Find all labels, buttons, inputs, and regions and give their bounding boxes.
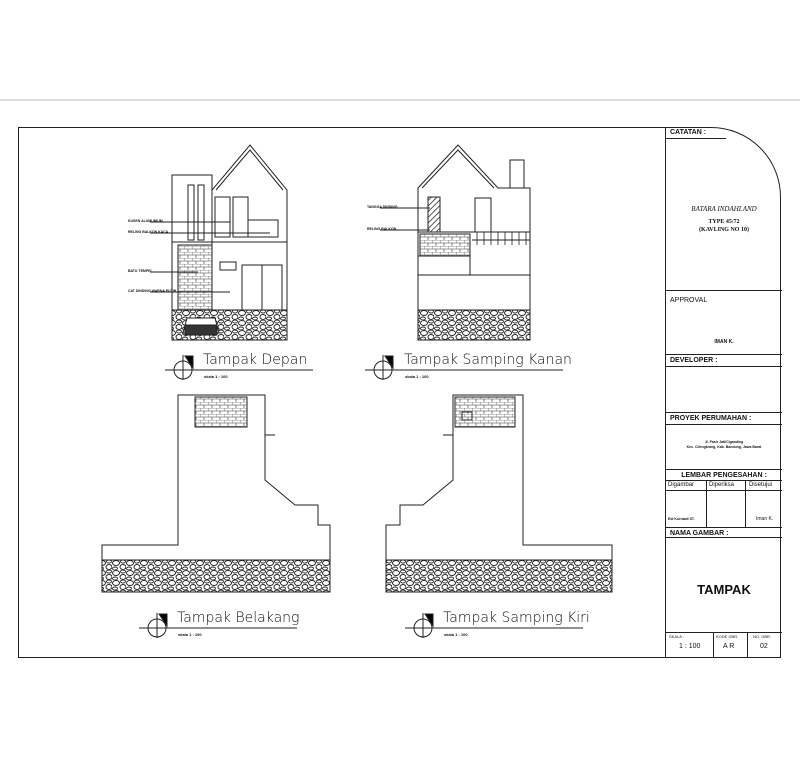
no-label: NO. GBR.: [753, 634, 772, 639]
approval-label: APPROVAL: [670, 297, 708, 304]
page-top-divider: [0, 99, 800, 101]
front-elevation: [150, 144, 288, 341]
nama-gambar-label: NAMA GAMBAR :: [670, 530, 729, 537]
proyek-label: PROYEK PERUMAHAN :: [670, 415, 752, 422]
view-title-symbols: [139, 355, 583, 638]
left-side-elevation: [385, 394, 613, 593]
kode-label: KODE GBR.: [716, 634, 739, 639]
note-label: RELING BALKON: [367, 227, 397, 231]
approval-name: IMAN K.: [714, 339, 734, 345]
view-title: Tampak Samping Kiri: [443, 610, 590, 626]
drawing-frame: [18, 127, 781, 658]
note-label: KUSEN ALUMUNIUM: [128, 219, 163, 223]
skala-label: SKALA :: [669, 634, 684, 639]
view-scale: skala 1 : 100: [204, 374, 228, 379]
note-label: BATU TEMPEL: [128, 269, 153, 273]
disetujui-name: Iman K.: [756, 516, 774, 522]
note-label: CAT DINDING WARNA PUTIH: [128, 289, 177, 293]
view-title: Tampak Belakang: [177, 610, 300, 626]
col-digambar: Digambar: [668, 482, 695, 488]
digambar-name: Edi Kurniadi ST.: [668, 517, 695, 521]
skala-value: 1 : 100: [679, 643, 701, 650]
col-diperiksa: Diperiksa: [709, 482, 735, 488]
company-name: BATARA INDAHLAND: [691, 205, 757, 213]
kode-value: A R: [723, 643, 735, 650]
nama-gambar: TAMPAK: [697, 582, 751, 597]
kavling: (KAVLING NO 10): [699, 227, 749, 233]
col-disetujui: Disetujui: [749, 482, 773, 488]
proyek-address: Jl. Pasir Jati/Ciganding: [704, 440, 744, 444]
title-block: CATATAN : BATARA INDAHLAND TYPE 45/72 (K…: [665, 127, 782, 658]
back-elevation: [101, 394, 331, 593]
proyek-address: Kec. Cilengkrang, Kab. Bandung, Jawa Bar…: [686, 445, 762, 449]
view-title: Tampak Samping Kanan: [404, 352, 572, 368]
view-scale: skala 1 : 100: [405, 374, 429, 379]
right-side-elevation: [380, 144, 531, 341]
no-value: 02: [760, 643, 768, 650]
developer-label: DEVELOPER :: [670, 357, 718, 364]
view-title: Tampak Depan: [203, 352, 308, 368]
house-type: TYPE 45/72: [708, 219, 740, 225]
view-scale: skala 1 : 100: [178, 632, 202, 637]
lembar-pengesahan-label: LEMBAR PENGESAHAN :: [681, 472, 767, 479]
view-scale: skala 1 : 100: [444, 632, 468, 637]
note-label: TANGGA DINDING: [367, 205, 398, 209]
note-label: RELING BALKON KACA: [128, 230, 169, 234]
catatan-label: CATATAN :: [670, 129, 707, 136]
